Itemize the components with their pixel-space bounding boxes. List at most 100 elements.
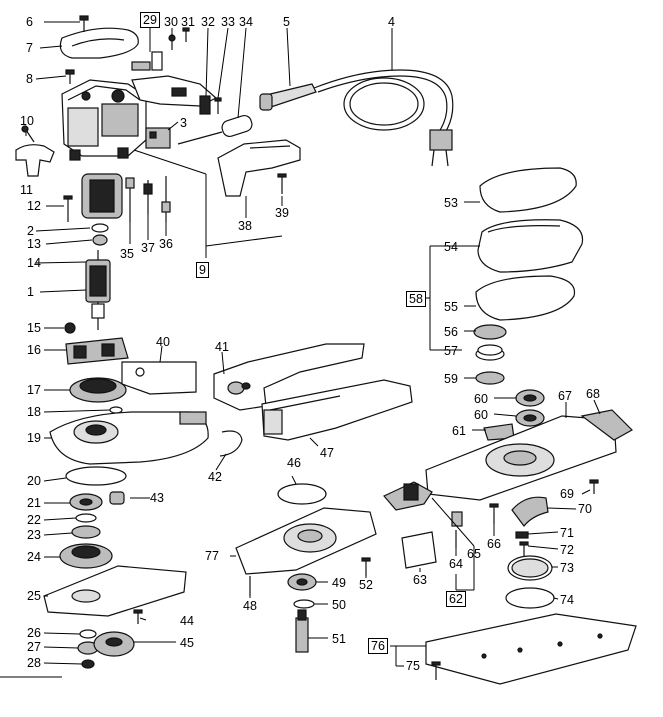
- spring-57: [475, 344, 505, 361]
- base-plate-77: [235, 507, 377, 575]
- brush-37: [143, 180, 153, 214]
- label-part-12: 12: [27, 199, 41, 213]
- bracket-63: [401, 531, 437, 569]
- label-group-76: 76: [368, 638, 388, 654]
- screw-28: [81, 659, 95, 669]
- screw-8: [65, 69, 75, 84]
- label-part-3: 3: [180, 116, 187, 130]
- switch-32: [199, 95, 211, 115]
- spacer-43: [109, 491, 125, 505]
- screw-66: [489, 503, 499, 524]
- lever-bracket-lower-left: [383, 481, 433, 511]
- label-part-15: 15: [27, 321, 41, 335]
- ring-53: [479, 167, 577, 213]
- label-part-16: 16: [27, 343, 41, 357]
- label-part-53: 53: [444, 196, 458, 210]
- label-group-29: 29: [140, 12, 160, 28]
- label-part-18: 18: [27, 405, 41, 419]
- seal-40: [121, 361, 197, 395]
- nut-15: [64, 322, 76, 334]
- label-part-72: 72: [560, 543, 574, 557]
- label-part-21: 21: [27, 496, 41, 510]
- label-part-20: 20: [27, 474, 41, 488]
- shaft-51: [295, 609, 309, 653]
- handle-left-11: [15, 144, 55, 177]
- label-part-6: 6: [26, 15, 33, 29]
- gasket-20: [65, 466, 127, 486]
- label-part-25: 25: [27, 589, 41, 603]
- screw-52: [361, 557, 371, 576]
- label-part-60-lower: 60: [474, 408, 488, 422]
- label-part-54: 54: [444, 240, 458, 254]
- screw-6: [79, 15, 89, 32]
- label-part-74: 74: [560, 593, 574, 607]
- label-group-62: 62: [446, 591, 466, 607]
- label-part-70: 70: [578, 502, 592, 516]
- label-part-8: 8: [26, 72, 33, 86]
- label-part-5: 5: [283, 15, 290, 29]
- label-part-50: 50: [332, 598, 346, 612]
- fan-housing-16: [65, 337, 129, 365]
- screw-10: [21, 125, 35, 143]
- dust-adapter-41: [213, 343, 365, 411]
- label-part-30: 30: [164, 15, 178, 29]
- label-part-48: 48: [243, 599, 257, 613]
- label-part-45: 45: [180, 636, 194, 650]
- label-part-75: 75: [406, 659, 420, 673]
- label-part-2: 2: [27, 224, 34, 238]
- gasket-46: [277, 483, 327, 505]
- label-part-47: 47: [320, 446, 334, 460]
- label-part-38: 38: [238, 219, 252, 233]
- gear-24: [59, 543, 113, 569]
- label-part-32: 32: [201, 15, 215, 29]
- label-part-66: 66: [487, 537, 501, 551]
- label-part-26: 26: [27, 626, 41, 640]
- base-housing-19: [49, 411, 209, 465]
- screw-12: [63, 195, 73, 222]
- screw-75: [431, 661, 441, 680]
- bearing-23: [71, 525, 101, 539]
- label-part-24: 24: [27, 550, 41, 564]
- label-part-33: 33: [221, 15, 235, 29]
- motor-housing: [61, 79, 147, 161]
- label-part-10: 10: [20, 114, 34, 128]
- label-part-69: 69: [560, 487, 574, 501]
- label-part-71: 71: [560, 526, 574, 540]
- seal-56: [473, 324, 507, 340]
- label-part-36: 36: [159, 237, 173, 251]
- housing-bracket: [131, 75, 218, 107]
- washer-26: [79, 629, 97, 639]
- brush-holder-35: [125, 177, 135, 222]
- label-part-43: 43: [150, 491, 164, 505]
- bearing-60-upper: [515, 389, 545, 407]
- cable-guard-5: [259, 83, 317, 111]
- counterweight-70: [511, 496, 549, 527]
- label-part-13: 13: [27, 237, 41, 251]
- armature-1: [85, 250, 111, 330]
- label-part-77: 77: [205, 549, 219, 563]
- label-part-57: 57: [444, 344, 458, 358]
- switch-clip-29: [131, 51, 163, 71]
- label-part-55: 55: [444, 300, 458, 314]
- bearing-49: [287, 573, 317, 591]
- label-part-14: 14: [27, 256, 41, 270]
- handle-38: [217, 139, 301, 197]
- label-part-60-upper: 60: [474, 392, 488, 406]
- circlip-22: [75, 513, 97, 523]
- screw-69: [589, 479, 599, 494]
- screw-72: [519, 541, 529, 556]
- label-part-37: 37: [141, 241, 155, 255]
- switch-3: [145, 127, 171, 149]
- label-part-64: 64: [449, 557, 463, 571]
- leader-lines: [25, 21, 601, 667]
- label-part-56: 56: [444, 325, 458, 339]
- screw-44: [133, 609, 143, 624]
- label-part-28: 28: [27, 656, 41, 670]
- screw-33: [214, 97, 222, 114]
- dust-bag-47: [261, 379, 413, 441]
- pad-74: [505, 587, 555, 609]
- label-part-73: 73: [560, 561, 574, 575]
- label-part-27: 27: [27, 640, 41, 654]
